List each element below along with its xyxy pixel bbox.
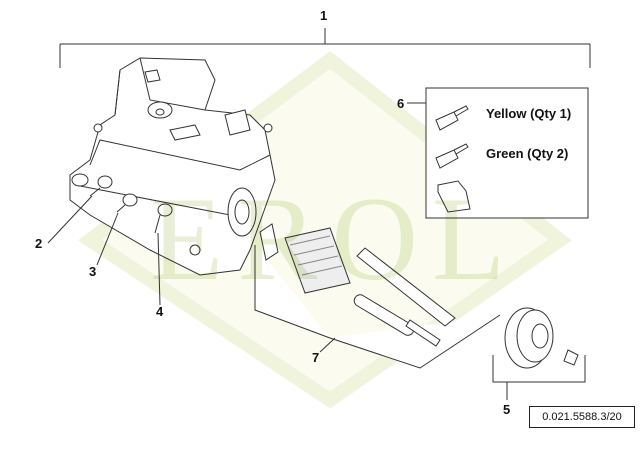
callout-3: 3 <box>89 264 97 279</box>
callout-4: 4 <box>156 304 164 319</box>
filter-kit <box>254 223 501 369</box>
seal-cap-icon <box>437 180 471 213</box>
yellow-connector-icon <box>435 105 469 131</box>
assembly-bracket <box>59 28 591 68</box>
kit-label-green: Green (Qty 2) <box>486 146 569 161</box>
green-connector-icon <box>435 143 469 169</box>
kit-label-yellow: Yellow (Qty 1) <box>486 106 572 121</box>
connector-icons <box>435 105 471 213</box>
callout-5: 5 <box>503 402 511 417</box>
callout-1: 1 <box>320 8 328 23</box>
callout-6: 6 <box>397 96 405 111</box>
callout-7: 7 <box>312 350 320 365</box>
pump-motor <box>504 307 579 369</box>
callout-2: 2 <box>35 236 43 251</box>
def-supply-module <box>69 57 276 276</box>
reference-code: 0.021.5588.3/20 <box>529 406 635 428</box>
